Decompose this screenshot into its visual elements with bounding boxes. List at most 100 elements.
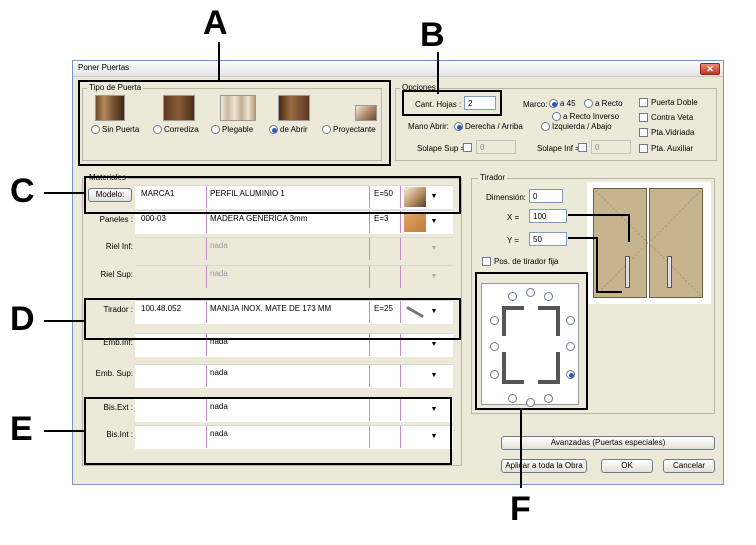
annotation-line-d	[44, 320, 84, 322]
handle-position-grid[interactable]	[481, 283, 579, 407]
corrediza-radio[interactable]	[153, 125, 162, 134]
cancel-button[interactable]: Cancelar	[663, 459, 715, 473]
dropdown-arrow-icon[interactable]: ▼	[430, 406, 438, 413]
izquierda-abajo-radio[interactable]	[541, 122, 550, 131]
pta-auxiliar-label: Pta. Auxiliar	[651, 144, 694, 153]
close-button[interactable]: ✕	[700, 63, 720, 75]
tipo-puerta-label: Tipo de Puerta	[87, 83, 144, 92]
material-row-label: Emb.Inf:	[103, 338, 133, 347]
material-code: 100.48.052	[141, 304, 182, 313]
handle-position-radio[interactable]	[544, 394, 553, 403]
avanzadas-button[interactable]: Avanzadas (Puertas especiales)	[501, 436, 715, 450]
dropdown-arrow-icon[interactable]: ▼	[430, 218, 438, 225]
mano-derecha-label: Derecha / Arriba	[465, 122, 523, 131]
handle-position-radio[interactable]	[544, 292, 553, 301]
material-row-label: Paneles :	[99, 215, 133, 224]
column-divider	[400, 426, 401, 448]
handle-position-radio[interactable]	[490, 342, 499, 351]
plegable-thumbnail[interactable]	[220, 95, 256, 121]
dropdown-arrow-icon[interactable]: ▼	[430, 245, 438, 252]
column-divider	[369, 238, 370, 260]
tirador-group	[471, 178, 715, 414]
sin-puerta-label: Sin Puerta	[102, 125, 140, 134]
door-preview	[587, 182, 711, 304]
corrediza-thumbnail[interactable]	[163, 95, 195, 121]
material-row-label: Riel Sup:	[100, 270, 133, 279]
material-thumbnail	[404, 212, 426, 232]
ok-button[interactable]: OK	[601, 459, 653, 473]
marco-recto-inverso-radio[interactable]	[552, 112, 561, 121]
contra-veta-checkbox[interactable]	[639, 113, 648, 122]
material-row[interactable]	[135, 265, 453, 289]
handle-position-radio[interactable]	[508, 394, 517, 403]
dropdown-arrow-icon[interactable]: ▼	[430, 193, 438, 200]
handle-position-radio[interactable]	[566, 342, 575, 351]
annotation-letter-b: B	[420, 16, 445, 54]
solape-sup-input[interactable]: 0	[476, 140, 516, 154]
y-input[interactable]: 50	[529, 232, 567, 246]
tipo-puerta-group	[82, 88, 382, 161]
handle-bar-icon	[502, 306, 524, 310]
column-divider	[369, 211, 370, 233]
handle-right-icon	[667, 256, 672, 288]
dropdown-arrow-icon[interactable]: ▼	[430, 433, 438, 440]
handle-bar-icon	[556, 310, 560, 336]
annotation-box-b	[402, 90, 502, 116]
aplicar-toda-obra-button[interactable]: Aplicar a toda la Obra	[501, 459, 587, 473]
annotation-letter-e: E	[10, 410, 33, 448]
material-description: nada	[210, 337, 228, 346]
material-row[interactable]	[135, 237, 453, 261]
sin-puerta-radio[interactable]	[91, 125, 100, 134]
pos-tirador-fija-checkbox[interactable]	[482, 257, 491, 266]
material-description: MANIJA INOX. MATE DE 173 MM	[210, 304, 332, 313]
x-connector-drop	[628, 214, 630, 242]
column-divider	[206, 301, 207, 323]
marco-recto-radio[interactable]	[584, 99, 593, 108]
de-abrir-thumbnail[interactable]	[278, 95, 310, 121]
modelo-button[interactable]: Modelo:	[88, 188, 132, 202]
door-diagonals	[593, 188, 703, 298]
pta-vidriada-checkbox[interactable]	[639, 128, 648, 137]
dimension-input[interactable]: 0	[529, 189, 563, 203]
annotation-letter-f: F	[510, 490, 531, 528]
window-title: Poner Puertas	[78, 63, 130, 72]
solape-sup-checkbox[interactable]	[463, 143, 472, 152]
x-label: X =	[507, 213, 520, 222]
tirador-label: Tirador	[478, 173, 508, 182]
solape-inf-checkbox[interactable]	[578, 143, 587, 152]
x-input[interactable]: 100	[529, 209, 567, 223]
sin-puerta-thumbnail[interactable]	[95, 95, 125, 121]
handle-position-radio[interactable]	[566, 316, 575, 325]
column-divider	[400, 399, 401, 421]
de-abrir-radio[interactable]	[269, 125, 278, 134]
handle-position-radio[interactable]	[508, 292, 517, 301]
dropdown-arrow-icon[interactable]: ▼	[430, 308, 438, 315]
puerta-doble-checkbox[interactable]	[639, 98, 648, 107]
proyectante-thumbnail[interactable]	[355, 105, 377, 121]
handle-bar-icon	[502, 352, 506, 380]
handle-position-radio[interactable]	[566, 370, 575, 379]
handle-position-radio[interactable]	[490, 316, 499, 325]
material-description: PERFIL ALUMINIO 1	[210, 189, 285, 198]
corrediza-label: Corrediza	[164, 125, 199, 134]
handle-position-radio[interactable]	[526, 398, 535, 407]
dropdown-arrow-icon[interactable]: ▼	[430, 341, 438, 348]
column-divider	[369, 399, 370, 421]
column-divider	[400, 301, 401, 323]
y-connector-line	[568, 237, 598, 239]
solape-inf-input[interactable]: 0	[591, 140, 631, 154]
cant-hojas-input[interactable]: 2	[464, 96, 496, 110]
marco-a45-radio[interactable]	[549, 99, 558, 108]
contra-veta-label: Contra Veta	[651, 113, 694, 122]
dropdown-arrow-icon[interactable]: ▼	[430, 372, 438, 379]
material-row[interactable]	[135, 364, 453, 388]
handle-position-radio[interactable]	[490, 370, 499, 379]
dropdown-arrow-icon[interactable]: ▼	[430, 273, 438, 280]
proyectante-radio[interactable]	[322, 125, 331, 134]
mano-derecha-radio[interactable]	[454, 122, 463, 131]
annotation-line-b	[437, 52, 439, 94]
material-thickness: E=50	[374, 189, 393, 198]
plegable-radio[interactable]	[211, 125, 220, 134]
handle-position-radio[interactable]	[526, 288, 535, 297]
pta-auxiliar-checkbox[interactable]	[639, 144, 648, 153]
